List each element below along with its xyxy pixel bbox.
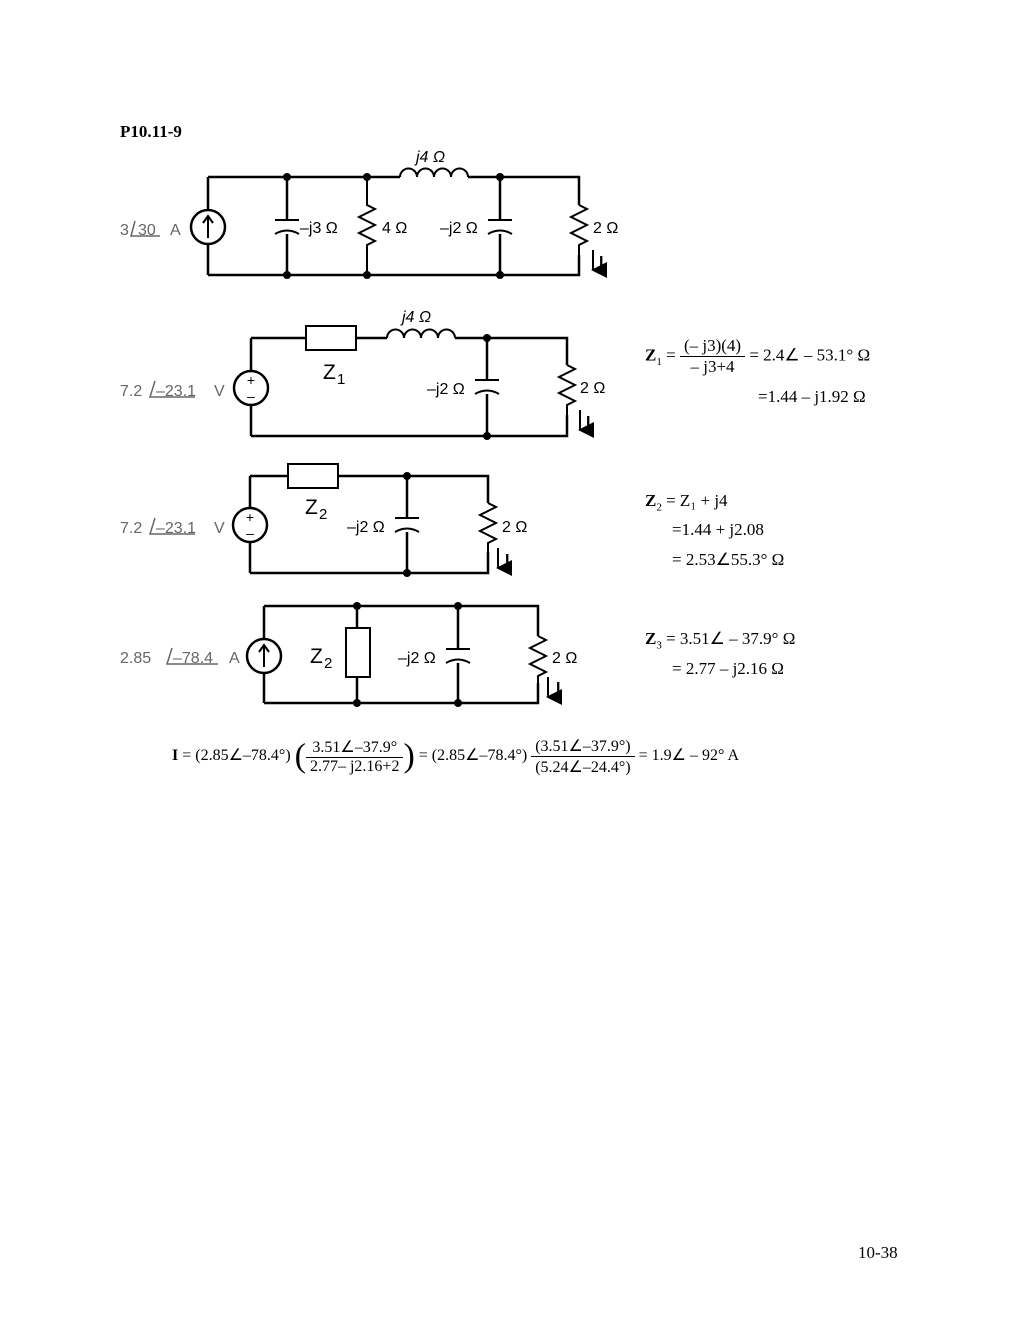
eq-z3-line1: = 3.51∠ – 37.9° Ω	[666, 629, 796, 648]
voltage-source-icon	[232, 369, 270, 407]
eq-i-frac1: 3.51∠–37.9° 2.77– j2.16+2	[305, 737, 404, 776]
c3-source-angle: –23.1	[156, 520, 196, 537]
problem-title: P10.11-9	[120, 122, 182, 141]
eq-z2-sub: 2	[656, 501, 662, 514]
voltage-source-icon	[231, 506, 269, 544]
c3-current-label: I	[505, 552, 509, 569]
c2-source-angle: –23.1	[156, 383, 196, 400]
c4-source-angle: –78.4	[173, 650, 213, 667]
eq-z1: Z1 = (– j3)(4) – j3+4 = 2.4∠ – 53.1° Ω	[645, 336, 870, 377]
c4-z-sub: 2	[324, 655, 332, 672]
eq-z1-den: – j3+4	[690, 357, 735, 376]
eq-z3-line2: = 2.77 – j2.16 Ω	[672, 659, 784, 678]
c2-z-label: Z	[323, 361, 336, 384]
circuit-1	[189, 167, 607, 278]
c2-inductor-label: j4 Ω	[400, 309, 431, 326]
eq-z1-fraction: (– j3)(4) – j3+4	[679, 336, 746, 377]
c2-source-unit: V	[214, 383, 225, 400]
c2-cap-label: –j2 Ω	[427, 381, 465, 398]
eq-z3: Z3 = 3.51∠ – 37.9° Ω	[645, 629, 795, 651]
eq-z1-line2: =1.44 – j1.92 Ω	[758, 387, 866, 406]
c1-source-angle: 30	[138, 222, 156, 239]
eq-i-part1: = (2.85∠–78.4°)	[182, 747, 291, 765]
eq-z2-line3: = 2.53∠55.3° Ω	[672, 550, 785, 569]
c1-source-mag: 3	[120, 222, 129, 239]
eq-z2-line2: =1.44 + j2.08	[672, 520, 764, 539]
eq-z2: Z2 = Z₁ + j4	[645, 491, 728, 513]
eq-i-part2: = (2.85∠–78.4°)	[418, 747, 528, 765]
eq-z2-lhs: Z	[645, 491, 657, 510]
c1-res2-label: 2 Ω	[593, 220, 618, 237]
svg-text:+: +	[247, 372, 255, 388]
c3-cap-label: –j2 Ω	[347, 519, 385, 536]
c3-z-label: Z	[305, 496, 318, 519]
c4-source-unit: A	[229, 650, 240, 667]
eq-i-result: = 1.9∠ – 92° A	[638, 747, 740, 765]
c3-source-mag: 7.2	[120, 520, 142, 537]
svg-text:+: +	[246, 509, 254, 525]
c1-current-label: I	[599, 254, 603, 271]
svg-text:–: –	[247, 388, 255, 404]
c1-cap2-label: –j2 Ω	[440, 220, 478, 237]
eq-z1-sub: 1	[656, 355, 662, 368]
c4-current-label: I	[556, 680, 560, 697]
circuit-1-nodes	[283, 173, 504, 279]
c4-z-label: Z	[310, 645, 323, 668]
c2-z-sub: 1	[337, 371, 345, 388]
c1-res1-label: 4 Ω	[382, 220, 407, 237]
eq-z1-rhs: = 2.4∠ – 53.1° Ω	[749, 345, 871, 365]
eq-z3-sub: 3	[656, 639, 662, 652]
eq-i-lhs: I	[172, 747, 179, 765]
eq-i-frac2-den: (5.24∠–24.4°)	[535, 759, 631, 776]
c1-inductor-label: j4 Ω	[414, 149, 445, 166]
circuit-2	[232, 325, 594, 438]
eq-i-frac1-num: 3.51∠–37.9°	[305, 737, 404, 758]
eq-z1-eq: =	[666, 345, 676, 365]
c4-res-label: 2 Ω	[552, 650, 577, 667]
c3-z-sub: 2	[319, 506, 327, 523]
circuit-3	[231, 463, 512, 576]
c1-cap1-label: –j3 Ω	[300, 220, 338, 237]
svg-text:–: –	[246, 525, 254, 541]
c3-res-label: 2 Ω	[502, 519, 527, 536]
eq-z1-num: (– j3)(4)	[679, 336, 746, 357]
c2-source-mag: 7.2	[120, 383, 142, 400]
eq-i-frac2-num: (3.51∠–37.9°)	[531, 736, 635, 757]
eq-z2-line1: = Z₁ + j4	[666, 491, 728, 510]
c4-source-mag: 2.85	[120, 650, 151, 667]
eq-i-frac2: (3.51∠–37.9°) (5.24∠–24.4°)	[531, 736, 635, 777]
c3-source-unit: V	[214, 520, 225, 537]
c1-source-unit: A	[170, 222, 181, 239]
eq-i-frac1-den: 2.77– j2.16+2	[309, 758, 400, 775]
eq-z1-lhs: Z	[645, 345, 657, 365]
eq-z3-lhs: Z	[645, 629, 657, 648]
c2-current-label: I	[586, 414, 590, 431]
c2-res-label: 2 Ω	[580, 380, 605, 397]
eq-current: I = (2.85∠–78.4°) ( 3.51∠–37.9° 2.77– j2…	[172, 736, 740, 777]
c4-cap-label: –j2 Ω	[398, 650, 436, 667]
page-number: 10-38	[858, 1243, 898, 1262]
